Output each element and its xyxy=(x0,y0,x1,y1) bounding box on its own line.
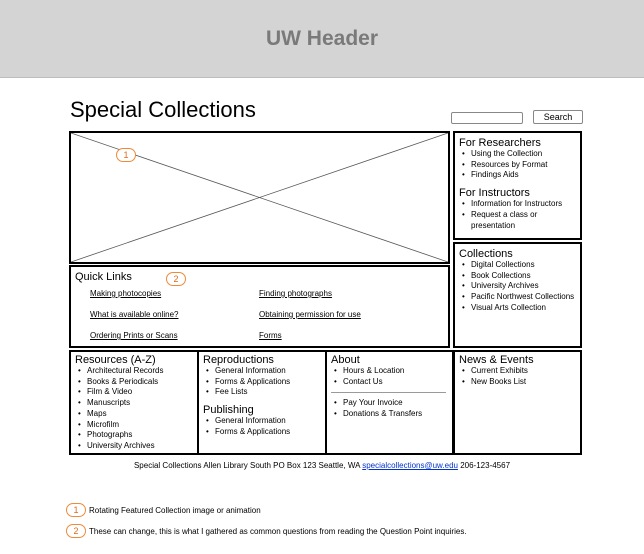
link-forms[interactable]: Forms xyxy=(259,331,282,340)
list-item[interactable]: Pay Your Invoice xyxy=(331,398,446,409)
list-item[interactable]: Using the Collection xyxy=(459,149,577,160)
news-list: Current Exhibits New Books List xyxy=(459,366,577,387)
list-item[interactable]: University Archives xyxy=(75,441,194,452)
uw-header-title: UW Header xyxy=(265,27,379,50)
footer-phone: 206-123-4567 xyxy=(460,461,511,470)
resources-title: Resources (A-Z) xyxy=(75,354,156,366)
list-item[interactable]: Hours & Location xyxy=(331,366,446,377)
list-item[interactable]: Maps xyxy=(75,409,194,420)
footer-email-link[interactable]: specialcollections@uw.edu xyxy=(362,461,458,470)
resources-panel: Resources (A-Z) Architectural Records Bo… xyxy=(69,350,199,455)
resources-list: Architectural Records Books & Periodical… xyxy=(75,366,194,452)
list-item[interactable]: University Archives xyxy=(459,281,577,292)
list-item[interactable]: Microfilm xyxy=(75,420,194,431)
list-item[interactable]: Information for Instructors xyxy=(459,199,577,210)
instructors-title: For Instructors xyxy=(459,187,530,200)
about-list: Hours & Location Contact Us xyxy=(331,366,446,387)
note-text-2: These can change, this is what I gathere… xyxy=(89,527,467,536)
list-item[interactable]: Forms & Applications xyxy=(203,377,322,388)
quick-links-title: Quick Links xyxy=(75,271,132,283)
reproductions-list: General Information Forms & Applications… xyxy=(203,366,322,398)
publishing-list: General Information Forms & Applications xyxy=(203,416,322,437)
list-item[interactable]: Architectural Records xyxy=(75,366,194,377)
link-what-is-online[interactable]: What is available online? xyxy=(90,310,179,319)
reproductions-title: Reproductions xyxy=(203,354,274,366)
list-item[interactable]: General Information xyxy=(203,416,322,427)
featured-image-placeholder: 1 xyxy=(69,131,450,264)
link-finding-photographs[interactable]: Finding photographs xyxy=(259,289,332,298)
publishing-title: Publishing xyxy=(203,404,254,417)
news-title: News & Events xyxy=(459,354,534,366)
list-item[interactable]: Film & Video xyxy=(75,387,194,398)
list-item[interactable]: Fee Lists xyxy=(203,387,322,398)
instructors-list: Information for Instructors Request a cl… xyxy=(459,199,577,231)
researchers-list: Using the Collection Resources by Format… xyxy=(459,149,577,181)
list-item[interactable]: Pacific Northwest Collections xyxy=(459,292,577,303)
list-item[interactable]: General Information xyxy=(203,366,322,377)
collections-list: Digital Collections Book Collections Uni… xyxy=(459,260,577,314)
researchers-title: For Researchers xyxy=(459,137,541,149)
list-item[interactable]: New Books List xyxy=(459,377,577,388)
list-item[interactable]: Books & Periodicals xyxy=(75,377,194,388)
link-making-photocopies[interactable]: Making photocopies xyxy=(90,289,162,298)
footer-address: Special Collections Allen Library South … xyxy=(133,461,360,470)
list-item[interactable]: Book Collections xyxy=(459,271,577,282)
link-obtaining-permission[interactable]: Obtaining permission for use xyxy=(259,310,361,319)
list-item[interactable]: Visual Arts Collection xyxy=(459,303,577,314)
list-item[interactable]: Request a class or presentation xyxy=(459,210,577,231)
list-item[interactable]: Current Exhibits xyxy=(459,366,577,377)
news-panel: News & Events Current Exhibits New Books… xyxy=(453,350,582,455)
list-item[interactable]: Donations & Transfers xyxy=(331,409,446,420)
search-input[interactable] xyxy=(451,112,523,124)
researchers-instructors-panel: For Researchers Using the Collection Res… xyxy=(453,131,582,240)
list-item[interactable]: Findings Aids xyxy=(459,170,577,181)
about-panel: About Hours & Location Contact Us Pay Yo… xyxy=(325,350,454,455)
about-list-2: Pay Your Invoice Donations & Transfers xyxy=(331,398,446,419)
reproductions-panel: Reproductions General Information Forms … xyxy=(197,350,327,455)
about-title: About xyxy=(331,354,360,366)
link-ordering-prints[interactable]: Ordering Prints or Scans xyxy=(90,331,178,340)
list-item[interactable]: Digital Collections xyxy=(459,260,577,271)
list-item[interactable]: Contact Us xyxy=(331,377,446,388)
note-marker-2: 2 xyxy=(66,524,86,538)
featured-marker: 1 xyxy=(116,148,136,162)
list-item[interactable]: Photographs xyxy=(75,430,194,441)
note-marker-1: 1 xyxy=(66,503,86,517)
search-button[interactable]: Search xyxy=(533,110,583,124)
quick-links-panel: Quick Links 2 Making photocopies Finding… xyxy=(69,265,450,348)
list-item[interactable]: Resources by Format xyxy=(459,160,577,171)
note-text-1: Rotating Featured Collection image or an… xyxy=(89,506,261,515)
about-divider xyxy=(331,392,446,394)
uw-header: UW Header xyxy=(0,0,644,78)
quick-links-marker: 2 xyxy=(166,272,186,286)
page-title: Special Collections xyxy=(70,97,256,122)
collections-title: Collections xyxy=(459,248,513,260)
list-item[interactable]: Manuscripts xyxy=(75,398,194,409)
collections-panel: Collections Digital Collections Book Col… xyxy=(453,242,582,348)
footer-contact: Special Collections Allen Library South … xyxy=(0,461,644,470)
list-item[interactable]: Forms & Applications xyxy=(203,427,322,438)
